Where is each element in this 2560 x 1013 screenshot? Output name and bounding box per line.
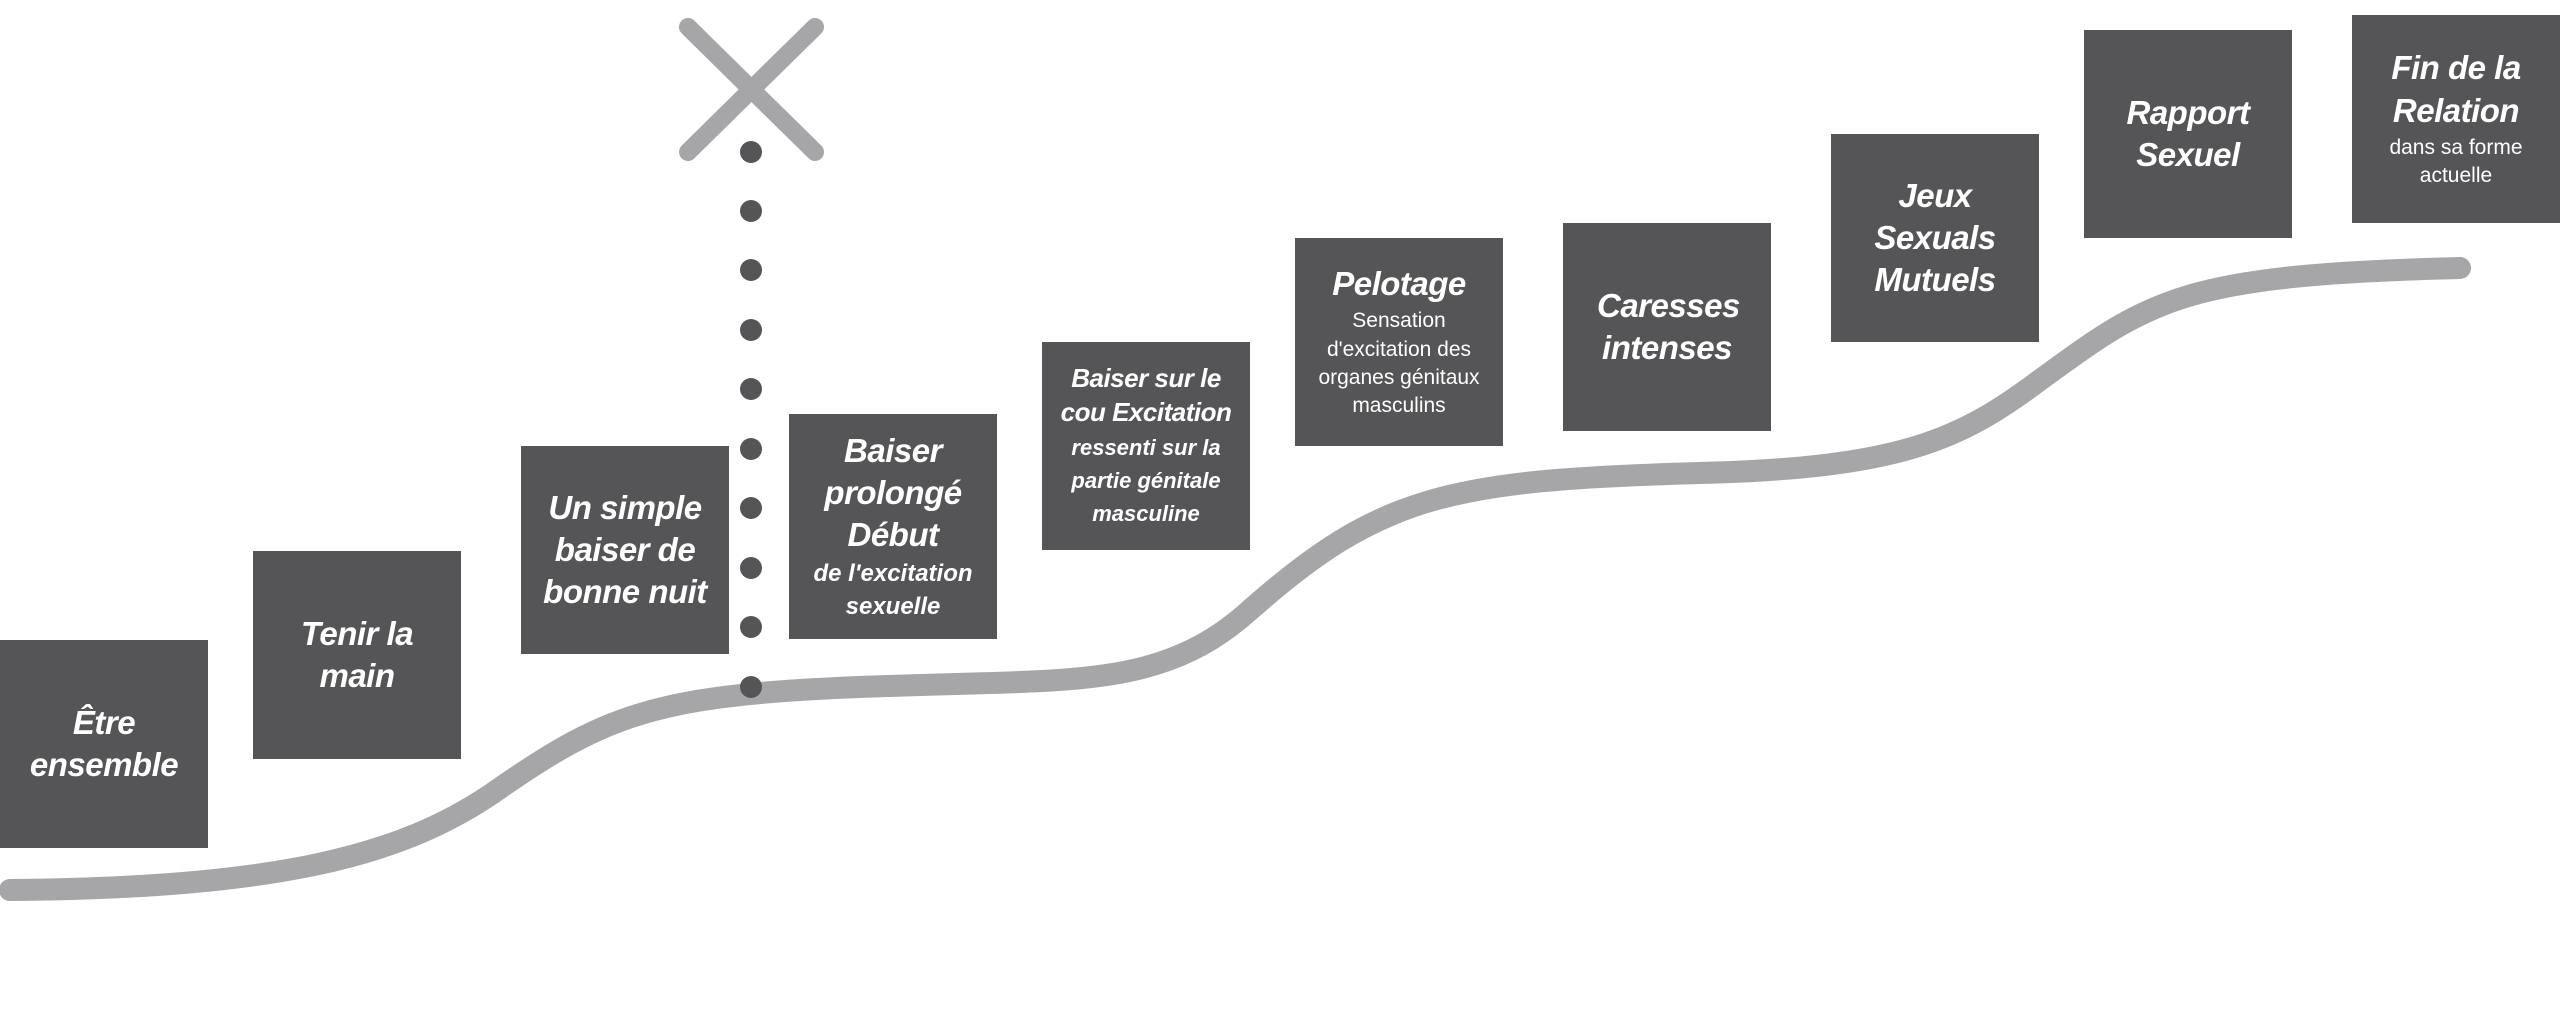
stop-dot [740,319,762,341]
stop-dot [740,141,762,163]
stop-dot [740,497,762,519]
step-title: Jeux Sexuals Mutuels [1874,176,1996,299]
stop-dot [740,676,762,698]
step-baiser-cou: Baiser sur le cou Excitation ressenti su… [1042,342,1250,550]
step-fin-relation: Fin de la Relation dans sa forme actuell… [2352,15,2560,223]
step-title: Être ensemble [29,703,179,783]
step-title: Caresses intenses [1597,286,1740,366]
step-tenir-la-main: Tenir la main [253,551,461,759]
step-description: ressenti sur la partie génitale masculin… [1071,435,1221,527]
progression-curve [0,257,2471,901]
stop-dot [740,378,762,400]
stop-line [740,141,762,698]
step-caresses-intenses: Caresses intenses [1563,223,1771,431]
step-pelotage: Pelotage Sensation d'excitation des orga… [1295,238,1503,446]
step-title: Baiser prolongé Début [824,431,962,554]
step-rapport-sexuel: Rapport Sexuel [2084,30,2292,238]
step-etre-ensemble: Être ensemble [0,640,208,848]
step-description: dans sa forme actuelle [2389,135,2523,188]
step-description: Sensation d'excitation des organes génit… [1318,309,1480,418]
step-jeux-sexuals: Jeux Sexuals Mutuels [1831,134,2039,342]
stop-dot [740,259,762,281]
step-title: Rapport Sexuel [2126,93,2251,173]
x-cross-icon [679,18,824,161]
stop-dot [740,438,762,460]
step-title: Tenir la main [300,614,414,694]
stop-dot [740,616,762,638]
step-title: Fin de la Relation [2391,49,2521,129]
step-description: de l'excitation sexuelle [813,560,973,620]
step-baiser-bonne-nuit: Un simple baiser de bonne nuit [521,446,729,654]
stop-dot [740,200,762,222]
step-title: Un simple baiser de bonne nuit [543,488,707,611]
stop-dot [740,557,762,579]
step-baiser-prolonge: Baiser prolongé Début de l'excitation se… [789,414,997,639]
step-title: Pelotage [1332,265,1466,303]
step-title: Baiser sur le cou Excitation [1060,362,1232,427]
